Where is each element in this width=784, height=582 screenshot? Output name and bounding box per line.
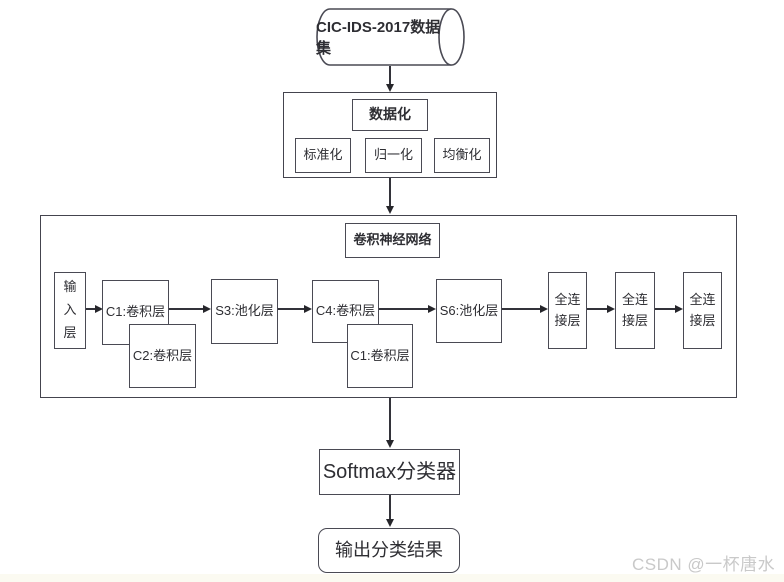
- arrow-right-icon: [428, 304, 436, 313]
- input-layer-label: 输入层: [63, 279, 77, 340]
- fc-layer-box-2: 全连接层: [615, 272, 655, 349]
- arrow-right-icon: [675, 304, 683, 313]
- fc-layer-label: 全连接层: [689, 292, 716, 328]
- connector-line: [587, 308, 609, 310]
- dataset-label: CIC-IDS-2017数据集: [316, 19, 441, 57]
- fc-layer-label: 全连接层: [554, 292, 581, 328]
- arrow-right-icon: [304, 304, 312, 313]
- connector-line: [379, 308, 430, 310]
- arrow-right-icon: [203, 304, 211, 313]
- step-normalization-box: 归一化: [365, 138, 422, 173]
- arrow-down-icon: [385, 206, 394, 214]
- arrow-down-icon: [385, 519, 394, 527]
- connector-line: [389, 495, 391, 521]
- arrow-down-icon: [385, 440, 394, 448]
- preprocessing-title-box: 数据化: [352, 99, 428, 131]
- arrow-down-icon: [385, 84, 394, 92]
- connector-line: [389, 178, 391, 207]
- connector-line: [278, 308, 306, 310]
- connector-line: [169, 308, 205, 310]
- step-standardization-box: 标准化: [295, 138, 351, 173]
- connector-line: [86, 308, 96, 310]
- fc-layer-box-1: 全连接层: [548, 272, 587, 349]
- step-balancing-box: 均衡化: [434, 138, 490, 173]
- connector-line: [502, 308, 542, 310]
- connector-line: [389, 66, 391, 86]
- fc-layer-box-3: 全连接层: [683, 272, 722, 349]
- arrow-right-icon: [607, 304, 615, 313]
- layer-c5-box: C1:卷积层: [347, 324, 413, 388]
- layer-s6-box: S6:池化层: [436, 279, 502, 343]
- input-layer-box: 输入层: [54, 272, 86, 349]
- dataset-cylinder: CIC-IDS-2017数据集: [316, 8, 465, 66]
- fc-layer-label: 全连接层: [622, 292, 649, 328]
- connector-line: [389, 398, 391, 442]
- watermark-text: CSDN @一杯唐水: [632, 555, 776, 574]
- output-box: 输出分类结果: [318, 528, 460, 573]
- layer-s3-box: S3:池化层: [211, 279, 278, 344]
- layer-c2-box: C2:卷积层: [129, 324, 196, 388]
- connector-line: [655, 308, 677, 310]
- cylinder-shape-icon: [316, 8, 465, 66]
- cnn-title-box: 卷积神经网络: [345, 223, 440, 258]
- softmax-box: Softmax分类器: [319, 449, 460, 495]
- bottom-strip: [0, 574, 784, 582]
- arrow-right-icon: [540, 304, 548, 313]
- arrow-right-icon: [95, 304, 103, 313]
